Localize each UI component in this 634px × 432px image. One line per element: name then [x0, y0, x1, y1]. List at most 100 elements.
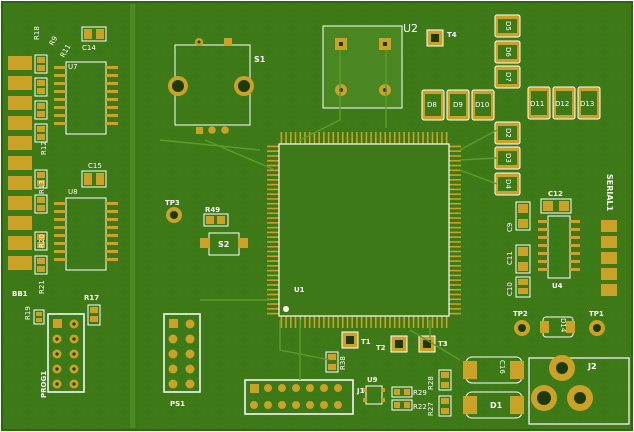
switch-s2: [200, 232, 248, 256]
chip-u8: [54, 197, 118, 271]
u1-pin: [365, 132, 368, 144]
cap-c16: [463, 356, 524, 384]
u1-pin: [337, 316, 339, 328]
label-d2: D2: [504, 128, 512, 138]
label-r9: R9: [48, 35, 60, 47]
u1-pin: [267, 303, 279, 305]
u1-pin: [449, 265, 461, 267]
u1-pin: [267, 164, 279, 167]
u1-pin: [412, 316, 415, 328]
label-ps1: PS1: [170, 400, 185, 408]
testpoints-tp2-tp1: [514, 320, 605, 336]
label-t1: T1: [361, 338, 371, 346]
u1-pin: [294, 132, 297, 144]
u1-pin: [449, 207, 461, 210]
u1-pin: [267, 298, 279, 301]
u1-pin: [267, 312, 279, 315]
u1-pin: [449, 298, 461, 301]
label-u2: U2: [403, 22, 418, 35]
label-r20: R20: [38, 234, 46, 248]
u1-pin: [327, 316, 330, 328]
label-c15: C15: [88, 162, 102, 170]
u1-pin: [408, 316, 410, 328]
label-d1: D1: [490, 401, 503, 410]
u1-pin: [449, 159, 461, 162]
u1-pin: [370, 316, 372, 328]
header-prog1: [47, 313, 85, 393]
u1-pin: [384, 132, 387, 144]
u1-pin: [449, 231, 461, 234]
small-parts-left-bottom: [33, 304, 101, 326]
u1-pin: [449, 241, 461, 243]
label-d8: D8: [427, 101, 437, 109]
u1-pin: [449, 303, 461, 305]
u1-pin: [389, 316, 391, 328]
u1-pin: [351, 132, 353, 144]
label-j2: J2: [587, 362, 597, 371]
u1-pin: [370, 132, 372, 144]
u1-pin: [351, 316, 353, 328]
u1-pin: [356, 132, 358, 144]
label-d13: D13: [580, 100, 594, 108]
left-resistor-column: [34, 54, 48, 275]
u1-pin: [308, 132, 311, 144]
label-r49: R49: [205, 206, 220, 214]
u1-pin: [318, 316, 320, 328]
chip-u4: [538, 215, 580, 279]
label-d7: D7: [504, 72, 512, 82]
label-d5: D5: [504, 21, 512, 31]
u1-pin: [308, 316, 311, 328]
u1-pin: [267, 207, 279, 210]
header-ps1: [163, 313, 201, 393]
header-j1: [244, 379, 354, 415]
u1-pin: [449, 293, 461, 296]
u1-pin: [398, 316, 401, 328]
label-d4: D4: [504, 179, 512, 189]
u1-pin: [267, 193, 279, 195]
u1-pin: [449, 226, 461, 229]
u1-pin: [449, 245, 461, 248]
u1-pin: [280, 132, 283, 144]
u1-pin: [436, 316, 438, 328]
u1-pin: [267, 217, 279, 219]
label-d6: D6: [504, 47, 512, 57]
u1-pin: [267, 279, 279, 281]
label-r21: R21: [38, 280, 46, 294]
u1-pin: [449, 274, 461, 277]
u1-pin: [449, 288, 461, 291]
u1-pin: [267, 222, 279, 224]
label-r17: R17: [84, 294, 99, 302]
u1-pin: [449, 198, 461, 200]
u1-pin: [267, 250, 279, 253]
label-r28: R28: [427, 376, 435, 390]
label-r27: R27: [427, 402, 435, 416]
label-d3: D3: [504, 153, 512, 163]
u1-pin: [356, 316, 358, 328]
u1-pin: [337, 132, 339, 144]
u1-pin: [290, 316, 292, 328]
u1-pin: [449, 284, 461, 286]
chip-u9: [363, 385, 385, 405]
label-tp2: TP2: [513, 310, 528, 318]
u1-pin: [389, 132, 391, 144]
u1-pin: [422, 132, 424, 144]
u1-pin: [449, 145, 461, 148]
label-tp3: TP3: [165, 199, 180, 207]
u1-pin: [313, 316, 316, 328]
label-s1: S1: [254, 55, 266, 64]
testpoint-t4: [426, 29, 444, 47]
u1-pin: [431, 316, 434, 328]
u1-pin: [449, 217, 461, 219]
label-c11: C11: [506, 251, 514, 265]
label-u9: U9: [367, 376, 378, 384]
label-d14: D14: [559, 318, 567, 333]
u1-pin: [304, 316, 306, 328]
u1-pin: [441, 132, 443, 144]
u1-pin: [346, 316, 349, 328]
u1-pin: [313, 132, 316, 144]
u1-pin: [445, 132, 448, 144]
u1-pin: [403, 316, 405, 328]
u1-pin: [294, 316, 297, 328]
